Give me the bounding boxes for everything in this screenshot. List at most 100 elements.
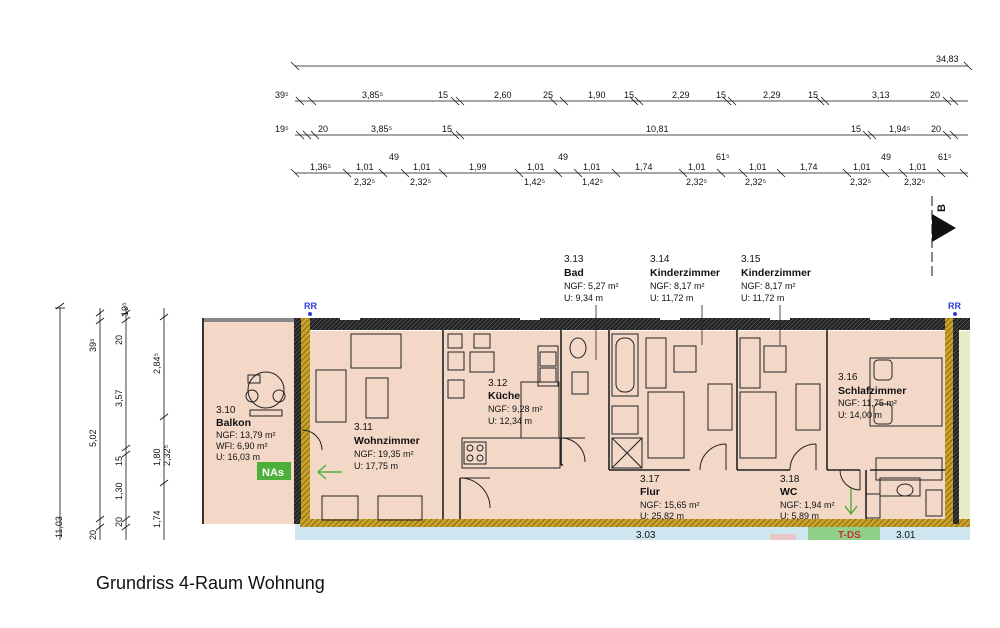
dim: 1,01 xyxy=(853,162,871,172)
svg-text:B: B xyxy=(936,204,948,212)
dim: 1,01 xyxy=(749,162,767,172)
svg-text:3.17: 3.17 xyxy=(640,474,660,485)
dim: 25 xyxy=(543,90,553,100)
dim: 20 xyxy=(114,517,124,527)
leader-lines xyxy=(595,305,781,360)
svg-text:T-DS: T-DS xyxy=(838,530,861,541)
dim: 19⁵ xyxy=(275,124,289,134)
svg-text:3.18: 3.18 xyxy=(780,474,800,485)
room-label-3-16: 3.16 Schlafzimmer NGF: 11,75 m² U: 14,00… xyxy=(838,372,906,420)
dim: 15 xyxy=(808,90,818,100)
dim: 15 xyxy=(624,90,634,100)
dim: 1,90 xyxy=(588,90,606,100)
dim: 20 xyxy=(114,335,124,345)
dim: 15 xyxy=(851,124,861,134)
dim: 19⁵ xyxy=(120,302,130,316)
svg-text:WC: WC xyxy=(780,486,798,498)
doors xyxy=(301,429,861,509)
dim: 49 xyxy=(389,152,399,162)
dim: 2,32⁵ xyxy=(162,444,172,466)
dim: 1,01 xyxy=(583,162,601,172)
svg-text:3.15: 3.15 xyxy=(741,254,761,265)
nas-badge: NAs xyxy=(257,462,291,480)
dim: 15 xyxy=(716,90,726,100)
plan-caption: Grundriss 4-Raum Wohnung xyxy=(96,573,325,593)
dim: 11,03 xyxy=(54,516,64,538)
row2-ticks xyxy=(295,96,959,106)
svg-text:U: 16,03 m: U: 16,03 m xyxy=(216,452,260,462)
dim: 1,01 xyxy=(527,162,545,172)
svg-text:Bad: Bad xyxy=(564,267,584,279)
dim: 2,32⁵ xyxy=(850,177,872,187)
row3-ticks xyxy=(295,130,959,140)
svg-text:Balkon: Balkon xyxy=(216,417,251,429)
svg-text:U: 11,72 m: U: 11,72 m xyxy=(741,293,784,303)
svg-text:NGF: 13,79 m²: NGF: 13,79 m² xyxy=(216,430,276,440)
svg-text:U: 5,89 m: U: 5,89 m xyxy=(780,511,819,521)
svg-text:RR: RR xyxy=(304,301,317,311)
dim: 5,02 xyxy=(88,429,98,447)
dim: 1,74 xyxy=(635,162,653,172)
dim: 1,80 xyxy=(152,448,162,466)
room-label-3-17: 3.17 Flur NGF: 15,65 m² U: 25,82 m xyxy=(640,474,700,521)
room-label-3-11: 3.11 Wohnzimmer NGF: 19,35 m² U: 17,75 m xyxy=(354,422,420,471)
room-below-3-03: 3.03 xyxy=(636,530,656,541)
svg-text:NAs: NAs xyxy=(262,467,284,479)
dim: 1,99 xyxy=(469,162,487,172)
dim: 10,81 xyxy=(646,124,669,134)
svg-text:NGF: 1,94 m²: NGF: 1,94 m² xyxy=(780,500,835,510)
room-label-3-14: 3.14 Kinderzimmer NGF: 8,17 m² U: 11,72 … xyxy=(650,254,720,303)
dim: 3,57 xyxy=(114,389,124,407)
dim: 2,32⁵ xyxy=(410,177,432,187)
dim: 1,42⁵ xyxy=(524,177,546,187)
dimension-chains-vertical xyxy=(55,302,169,540)
dim: 2,32⁵ xyxy=(354,177,376,187)
svg-text:Flur: Flur xyxy=(640,486,660,498)
svg-text:NGF: 19,35 m²: NGF: 19,35 m² xyxy=(354,449,414,459)
arrow-down-icon xyxy=(844,488,858,516)
tds-marker: T-DS xyxy=(770,530,861,541)
dim: 15 xyxy=(114,456,124,466)
dim: 39⁵ xyxy=(88,338,98,352)
svg-text:3.11: 3.11 xyxy=(354,422,373,433)
room-below-3-01: 3.01 xyxy=(896,530,916,541)
svg-text:NGF: 5,27 m²: NGF: 5,27 m² xyxy=(564,281,619,291)
dim-overall: 34,83 xyxy=(936,54,959,64)
dim: 3,13 xyxy=(872,90,890,100)
rr-marker-left: RR xyxy=(304,301,317,316)
dim: 15 xyxy=(442,124,452,134)
dim: 1,01 xyxy=(909,162,927,172)
svg-text:NGF: 9,28 m²: NGF: 9,28 m² xyxy=(488,404,543,414)
svg-text:NGF: 15,65 m²: NGF: 15,65 m² xyxy=(640,500,700,510)
row2-labels: 39⁵ 3,85⁵ 15 2,60 25 1,90 15 2,29 15 2,2… xyxy=(275,90,940,100)
dim: 3,85⁵ xyxy=(362,90,384,100)
svg-text:U: 12,34 m: U: 12,34 m xyxy=(488,416,532,426)
room-fills xyxy=(203,321,970,540)
svg-text:Küche: Küche xyxy=(488,390,520,402)
svg-text:3.13: 3.13 xyxy=(564,254,584,265)
dim: 20 xyxy=(931,124,941,134)
dim: 61⁵ xyxy=(716,152,730,162)
dim: 39⁵ xyxy=(275,90,289,100)
dim: 1,74 xyxy=(800,162,818,172)
row4-ticks xyxy=(290,168,969,178)
arrow-left-icon xyxy=(316,464,342,480)
svg-text:WFl: 6,90 m²: WFl: 6,90 m² xyxy=(216,441,268,451)
vertical-dim-labels: 11,03 39⁵ 5,02 20 20 19⁵ 3,57 15 1,30 20… xyxy=(54,302,172,540)
dim: 3,85⁵ xyxy=(371,124,393,134)
svg-text:3.16: 3.16 xyxy=(838,372,858,383)
dim: 49 xyxy=(881,152,891,162)
svg-text:RR: RR xyxy=(948,301,961,311)
svg-text:U: 14,00 m: U: 14,00 m xyxy=(838,410,882,420)
dim: 1,74 xyxy=(152,510,162,528)
svg-text:3.12: 3.12 xyxy=(488,378,508,389)
dim: 20 xyxy=(88,530,98,540)
svg-text:U: 17,75 m: U: 17,75 m xyxy=(354,461,398,471)
row3-labels: 19⁵ 20 3,85⁵ 15 10,81 15 1,94⁵ 20 xyxy=(275,124,941,134)
dimension-chains-horizontal xyxy=(290,61,973,178)
dim: 1,01 xyxy=(413,162,431,172)
room-label-3-13: 3.13 Bad NGF: 5,27 m² U: 9,34 m xyxy=(564,254,619,303)
svg-text:Wohnzimmer: Wohnzimmer xyxy=(354,435,420,447)
dim: 49 xyxy=(558,152,568,162)
dim: 2,32⁵ xyxy=(904,177,926,187)
